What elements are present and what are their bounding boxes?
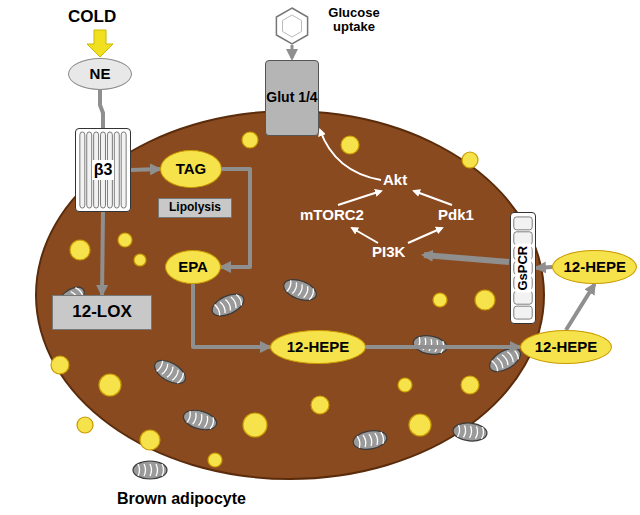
lipid-ellipse: 12-HEPE — [552, 250, 637, 284]
lipid-ellipse: TAG — [160, 150, 222, 188]
node-label: 12-LOX — [72, 303, 132, 322]
mitochondria — [51, 276, 524, 479]
cell-label: Brown adipocyte — [117, 490, 246, 508]
node-label: NE — [90, 66, 111, 83]
signal-arrow — [338, 191, 381, 205]
signal-arrow — [414, 191, 452, 205]
molecule-label: Glucose uptake — [318, 6, 390, 35]
glucose-ring — [283, 15, 302, 37]
node-label: Lipolysis — [169, 201, 221, 214]
protein-label: Akt — [383, 172, 407, 189]
signal-arrow — [408, 228, 442, 243]
receptor-box: GsPCR — [510, 212, 536, 324]
protein-label: mTORC2 — [300, 207, 364, 224]
flow-arrow — [566, 284, 595, 330]
flow-arrow — [536, 267, 553, 268]
node-label: EPA — [178, 259, 208, 276]
protein-label: Pdk1 — [438, 207, 474, 224]
node-label: Glut 1/4 — [266, 90, 317, 105]
protein-label: PI3K — [372, 244, 405, 261]
stimulus-label: COLD — [68, 8, 116, 27]
node-label: β3 — [92, 160, 115, 180]
lipid-droplets — [51, 132, 495, 467]
lipid-ellipse: 12-HEPE — [270, 330, 366, 364]
ligand-ellipse: NE — [68, 58, 132, 90]
signal-arrow — [320, 130, 381, 180]
node-label: TAG — [176, 161, 207, 178]
cold-arrow — [87, 30, 113, 57]
enzyme-box: 12-LOX — [52, 295, 152, 330]
flow-arrow — [366, 345, 520, 349]
transporter-box: Glut 1/4 — [265, 60, 319, 136]
signal-arrow — [424, 255, 509, 262]
lipid-ellipse: EPA — [165, 250, 221, 284]
flow-arrow — [131, 169, 160, 170]
signal-arrow — [352, 228, 378, 243]
node-label: 12-HEPE — [287, 339, 350, 356]
node-label: GsPCR — [515, 244, 531, 293]
flow-arrow — [100, 90, 103, 128]
lipid-ellipse: 12-HEPE — [520, 330, 612, 364]
glucose-hexagon — [276, 8, 307, 44]
flow-arrow — [221, 169, 250, 267]
flow-arrow — [193, 284, 270, 347]
node-label: 12-HEPE — [535, 339, 598, 356]
flow-arrow — [102, 212, 103, 295]
process-box: Lipolysis — [158, 198, 232, 218]
receptor-box: β3 — [75, 128, 131, 212]
node-label: 12-HEPE — [563, 259, 626, 276]
glucose-arrow — [291, 45, 294, 58]
